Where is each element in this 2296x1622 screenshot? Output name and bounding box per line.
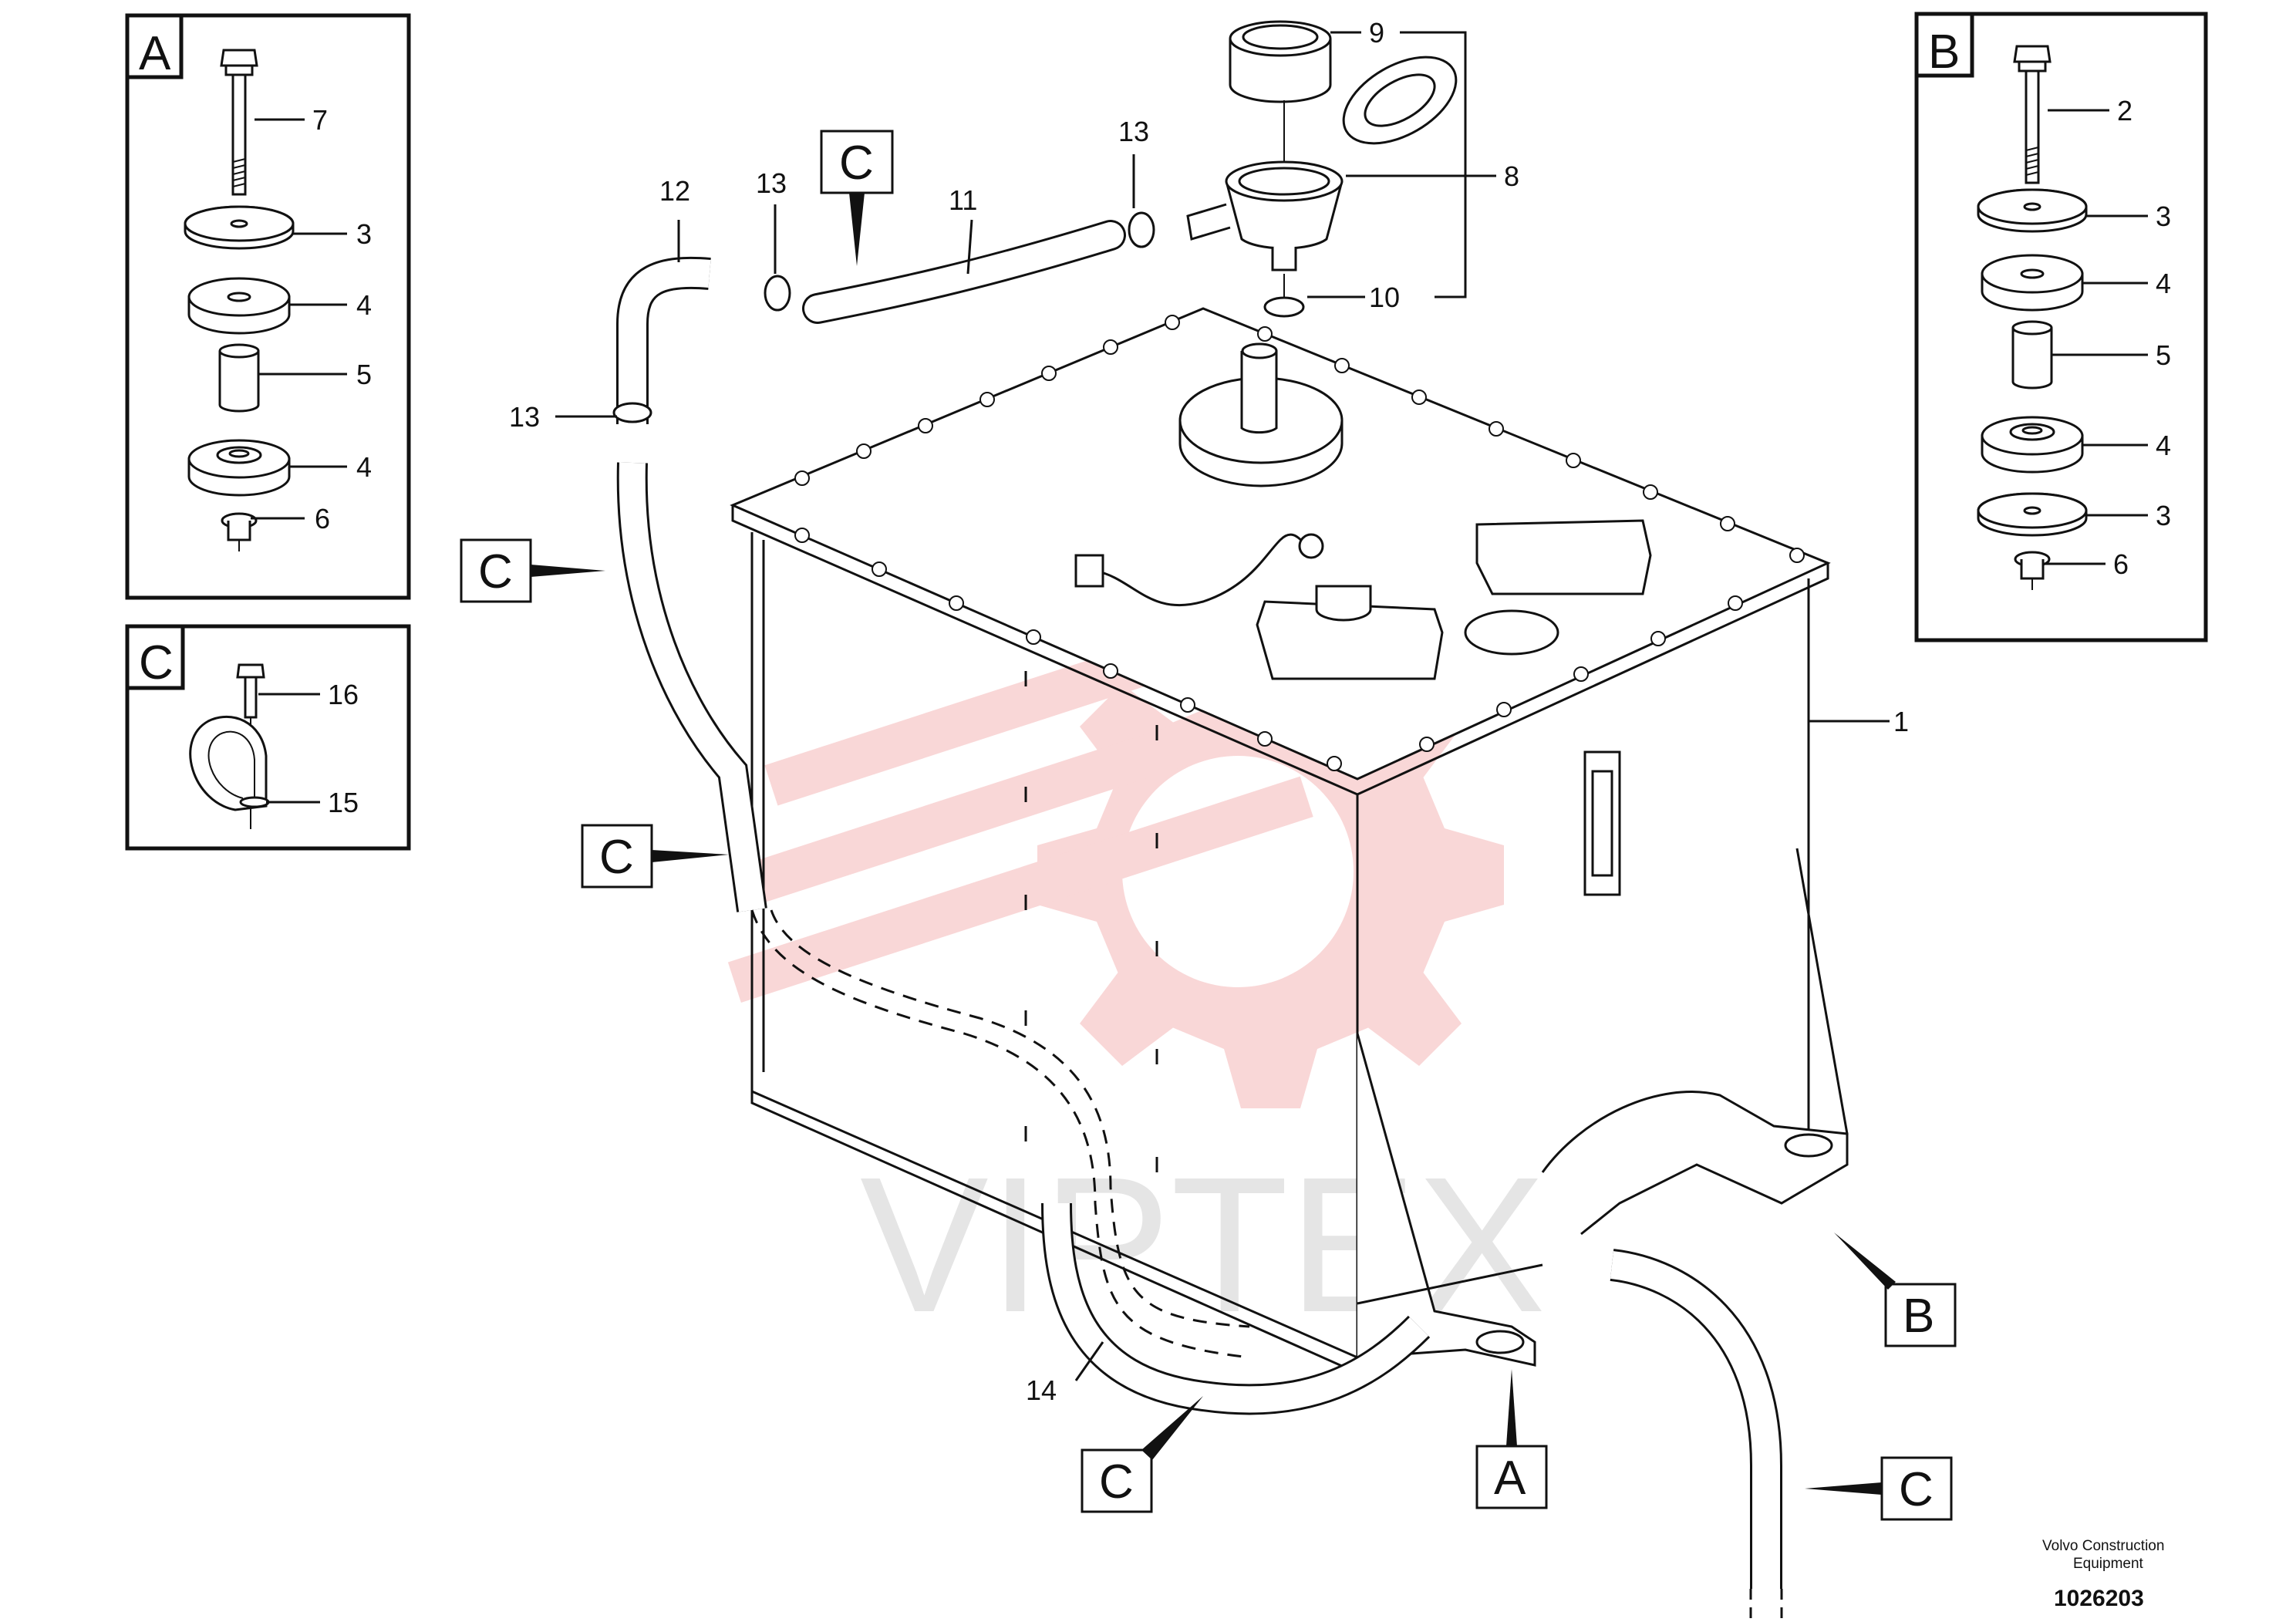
p-clamp-icon	[189, 715, 270, 811]
svg-text:C: C	[1899, 1463, 1934, 1516]
callout-6: 6	[315, 503, 330, 534]
sleeve-icon	[218, 343, 260, 413]
callout-7: 7	[312, 104, 328, 136]
callout-12: 12	[659, 175, 690, 207]
drawing-number: 1026203	[2054, 1586, 2144, 1611]
credit-line-2: Equipment	[2073, 1556, 2144, 1572]
callout-2: 2	[2117, 95, 2132, 126]
detail-box-c: C 16 15	[125, 624, 411, 851]
callout-4: 4	[2156, 430, 2171, 461]
bolt-icon	[220, 49, 258, 196]
section-marker-a: A	[1475, 1369, 1548, 1509]
callout-14: 14	[1026, 1374, 1057, 1406]
svg-text:B: B	[1903, 1290, 1934, 1343]
washer-icon	[1977, 188, 2088, 233]
rubber-mount-icon	[187, 277, 291, 335]
svg-text:C: C	[478, 545, 513, 599]
callout-5: 5	[356, 359, 372, 390]
callout-4: 4	[2156, 268, 2171, 299]
rim-bolts	[794, 315, 1805, 771]
svg-text:C: C	[599, 831, 634, 884]
callout-11: 11	[949, 184, 977, 216]
rubber-mount-icon	[1981, 254, 2084, 312]
callout-13: 13	[509, 401, 540, 433]
internal-baffle-marks	[1024, 671, 1158, 1172]
callout-9: 9	[1369, 17, 1384, 49]
detail-box-a: A	[125, 13, 411, 600]
callout-10: 10	[1369, 282, 1400, 313]
detail-a-label: A	[139, 27, 171, 80]
callout-1: 1	[1893, 706, 1909, 737]
callout-5: 5	[2156, 339, 2171, 371]
section-marker-c-bottom: C	[1081, 1396, 1203, 1513]
callout-16: 16	[328, 679, 359, 710]
callout-4: 4	[356, 289, 372, 321]
rubber-mount-icon	[1981, 416, 2084, 474]
callout-3: 3	[2156, 500, 2171, 531]
washer-icon	[184, 205, 295, 250]
section-marker-c-mid: C	[581, 824, 729, 889]
callout-leaders	[555, 31, 1890, 1381]
flange-nut-icon	[221, 512, 258, 551]
hydraulic-tank	[730, 307, 1849, 1374]
section-marker-b: B	[1834, 1233, 1957, 1347]
bolt-icon	[236, 663, 265, 829]
callout-13: 13	[1118, 116, 1149, 147]
sleeve-icon	[2011, 320, 2053, 389]
detail-c-label: C	[139, 636, 174, 690]
callout-6: 6	[2113, 548, 2129, 580]
svg-text:C: C	[839, 137, 874, 190]
svg-text:A: A	[1494, 1452, 1526, 1505]
callout-13: 13	[756, 167, 787, 199]
section-marker-c-left: C	[460, 538, 605, 603]
hose-assembly	[612, 211, 1783, 1622]
detail-b-label: B	[1928, 25, 1960, 79]
section-marker-c-top: C	[820, 130, 894, 266]
hose-clamp-icon	[612, 211, 1155, 423]
breather-filter	[1186, 20, 1458, 318]
flange-nut-icon	[2014, 551, 2051, 590]
rubber-mount-icon	[187, 439, 291, 497]
svg-text:C: C	[1099, 1455, 1134, 1509]
callout-3: 3	[356, 218, 372, 250]
callout-4: 4	[356, 451, 372, 483]
washer-icon	[1977, 492, 2088, 537]
callout-3: 3	[2156, 201, 2171, 232]
callout-8: 8	[1504, 160, 1519, 192]
callout-15: 15	[328, 787, 359, 818]
credit-line-1: Volvo Construction	[2042, 1538, 2164, 1554]
bolt-icon	[2013, 45, 2052, 184]
section-marker-c-right: C	[1805, 1456, 1953, 1521]
detail-box-b: B	[1914, 12, 2208, 642]
